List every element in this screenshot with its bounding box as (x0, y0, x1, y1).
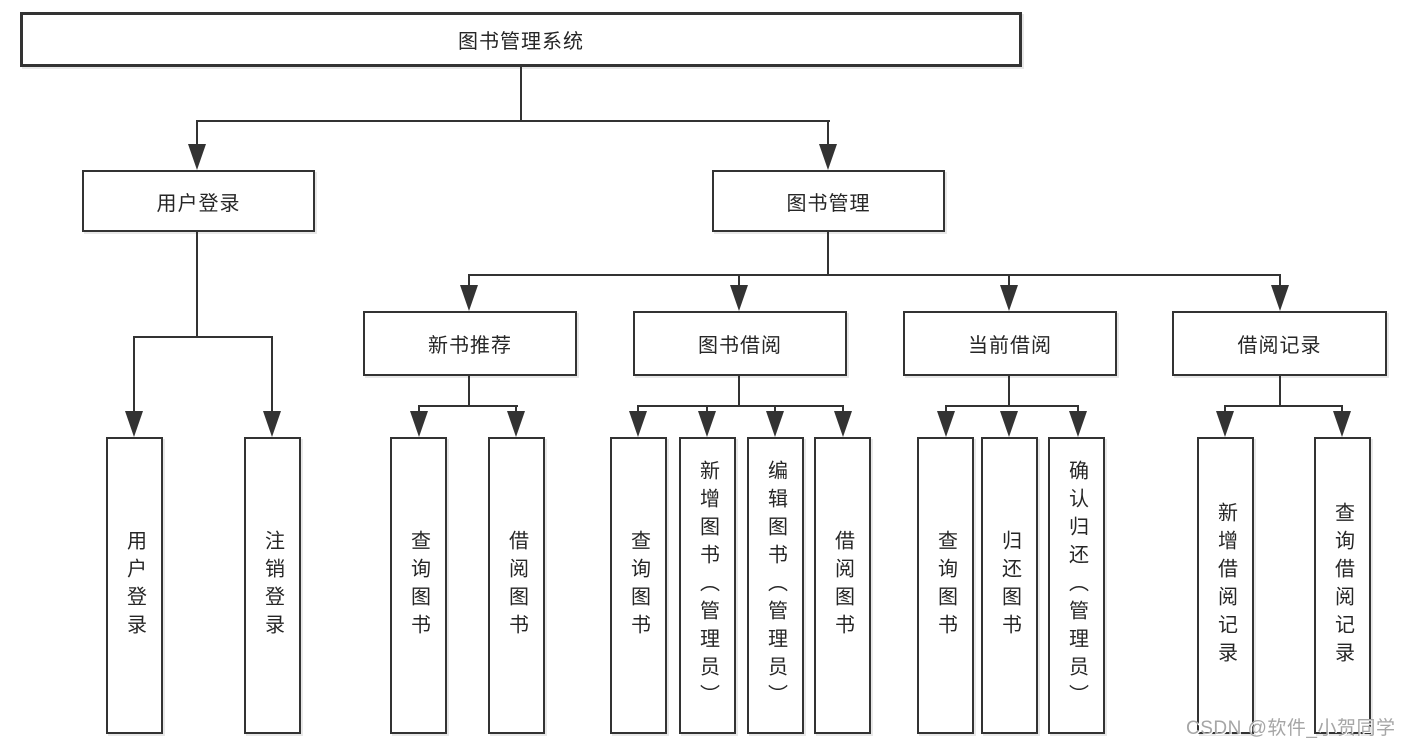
arrow-down-icon (263, 411, 281, 437)
arrow-down-icon (1271, 285, 1289, 311)
connector-line (827, 120, 829, 146)
leaf-edit-book-admin: 编辑图书（管理员） (747, 437, 804, 734)
arrow-down-icon (937, 411, 955, 437)
watermark-text: CSDN @软件_小贺同学 (1186, 718, 1396, 739)
connector-line (945, 405, 947, 413)
connector-line (842, 405, 844, 413)
connector-line (1008, 274, 1010, 287)
connector-line (637, 405, 639, 413)
leaf-borrow-book: 借阅图书 (814, 437, 871, 734)
connector-line (945, 405, 1079, 407)
connector-line (774, 405, 776, 413)
node-borrow-records: 借阅记录 (1172, 311, 1387, 376)
connector-line (196, 120, 198, 146)
connector-line (738, 274, 740, 287)
arrow-down-icon (730, 285, 748, 311)
connector-line (738, 376, 740, 407)
connector-line (1224, 405, 1343, 407)
leaf-logout: 注销登录 (244, 437, 301, 734)
connector-line (468, 376, 470, 407)
connector-line (1341, 405, 1343, 413)
connector-line (515, 405, 517, 413)
arrow-down-icon (1216, 411, 1234, 437)
arrow-down-icon (1000, 285, 1018, 311)
arrow-down-icon (410, 411, 428, 437)
connector-line (637, 405, 844, 407)
leaf-user-login: 用户登录 (106, 437, 163, 734)
connector-line (1279, 376, 1281, 407)
arrow-down-icon (1000, 411, 1018, 437)
arrow-down-icon (125, 411, 143, 437)
connector-line (468, 274, 470, 287)
arrow-down-icon (507, 411, 525, 437)
leaf-confirm-return-admin: 确认归还（管理员） (1048, 437, 1105, 734)
connector-line (418, 405, 420, 413)
leaf-add-borrow-record: 新增借阅记录 (1197, 437, 1254, 734)
connector-line (196, 120, 830, 122)
arrow-down-icon (188, 144, 206, 170)
arrow-down-icon (834, 411, 852, 437)
arrow-down-icon (698, 411, 716, 437)
leaf-query-book-recommend: 查询图书 (390, 437, 447, 734)
arrow-down-icon (1069, 411, 1087, 437)
leaf-query-book-borrow: 查询图书 (610, 437, 667, 734)
node-book-management: 图书管理 (712, 170, 945, 232)
connector-line (1224, 405, 1226, 413)
arrow-down-icon (1333, 411, 1351, 437)
leaf-add-book-admin: 新增图书（管理员） (679, 437, 736, 734)
connector-line (520, 67, 522, 122)
leaf-borrow-book-recommend: 借阅图书 (488, 437, 545, 734)
arrow-down-icon (819, 144, 837, 170)
arrow-down-icon (460, 285, 478, 311)
connector-line (827, 232, 829, 276)
connector-line (196, 232, 198, 338)
connector-line (706, 405, 708, 413)
connector-line (133, 336, 273, 338)
connector-line (1077, 405, 1079, 413)
arrow-down-icon (766, 411, 784, 437)
connector-line (133, 336, 135, 413)
connector-line (418, 405, 518, 407)
leaf-query-book-current: 查询图书 (917, 437, 974, 734)
node-root: 图书管理系统 (20, 12, 1022, 67)
connector-line (1279, 274, 1281, 287)
leaf-return-book: 归还图书 (981, 437, 1038, 734)
node-user-login: 用户登录 (82, 170, 315, 232)
leaf-query-borrow-record: 查询借阅记录 (1314, 437, 1371, 734)
connector-line (1008, 376, 1010, 407)
arrow-down-icon (629, 411, 647, 437)
connector-line (468, 274, 1281, 276)
connector-line (271, 336, 273, 413)
node-new-book-recommend: 新书推荐 (363, 311, 577, 376)
node-current-borrow: 当前借阅 (903, 311, 1117, 376)
node-book-borrow: 图书借阅 (633, 311, 847, 376)
